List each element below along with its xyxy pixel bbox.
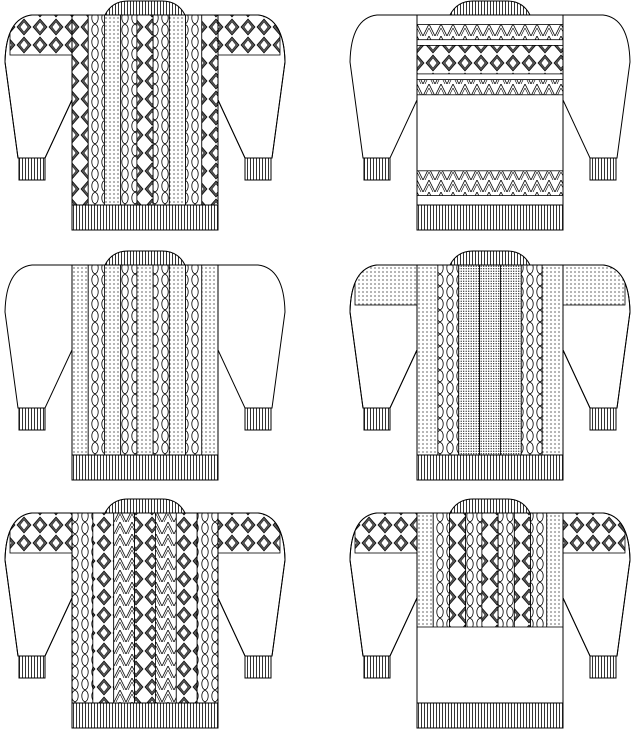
- body-panel: [152, 264, 170, 456]
- body-panel: [92, 512, 115, 704]
- body-panel: [113, 512, 135, 704]
- right-shoulder-yoke: [563, 265, 626, 306]
- body-panel: [71, 264, 89, 456]
- right-shoulder-yoke: [218, 513, 281, 554]
- body-panel: [168, 264, 186, 456]
- body-panel: [87, 14, 105, 206]
- left-sleeve: [4, 264, 73, 409]
- right-shoulder-yoke: [563, 513, 626, 554]
- sweater: [4, 250, 286, 481]
- collar: [449, 498, 531, 514]
- body-panel: [104, 14, 122, 206]
- collar: [449, 250, 531, 266]
- body-panel: [87, 264, 105, 456]
- body-panel: [520, 264, 543, 456]
- body-panel: [416, 264, 439, 456]
- body-panel: [120, 14, 138, 206]
- body-panel: [134, 512, 156, 704]
- collar: [104, 0, 186, 16]
- left-cuff: [363, 157, 391, 181]
- sweater: [4, 498, 286, 729]
- left-shoulder-yoke: [9, 15, 72, 56]
- right-cuff: [244, 407, 272, 431]
- left-cuff: [18, 655, 46, 679]
- body-panel: [541, 264, 564, 456]
- right-cuff: [244, 157, 272, 181]
- left-shoulder-yoke: [9, 513, 72, 554]
- left-cuff: [18, 407, 46, 431]
- left-cuff: [363, 655, 391, 679]
- body-panel: [458, 264, 480, 456]
- right-cuff: [589, 157, 617, 181]
- left-cuff: [363, 407, 391, 431]
- sweater: [4, 0, 286, 231]
- body-panel: [437, 264, 460, 456]
- collar: [104, 498, 186, 514]
- body-band: [416, 45, 564, 75]
- left-cuff: [18, 157, 46, 181]
- sweater: [349, 498, 631, 729]
- right-shoulder-yoke: [218, 15, 281, 56]
- body-band: [416, 79, 564, 96]
- body-panel: [168, 14, 186, 206]
- body-panel: [500, 264, 522, 456]
- body-band: [416, 24, 564, 41]
- body-band: [416, 626, 564, 704]
- body-panel: [185, 264, 203, 456]
- waist-ribbing: [71, 204, 219, 231]
- sweater: [349, 250, 631, 481]
- body-panel: [155, 512, 177, 704]
- right-sleeve: [562, 14, 631, 159]
- right-cuff: [589, 407, 617, 431]
- waist-ribbing: [71, 702, 219, 729]
- waist-ribbing: [416, 702, 564, 729]
- body-panel: [71, 512, 94, 704]
- body-panel: [479, 264, 501, 456]
- waist-ribbing: [416, 204, 564, 231]
- body-panel: [201, 14, 219, 206]
- right-cuff: [589, 655, 617, 679]
- body-band: [416, 170, 564, 196]
- body-panel: [152, 14, 170, 206]
- left-sleeve: [349, 14, 418, 159]
- left-shoulder-yoke: [354, 513, 417, 554]
- body-panel: [201, 264, 219, 456]
- body-panel: [71, 14, 89, 206]
- body-panel: [120, 264, 138, 456]
- right-sleeve: [217, 264, 286, 409]
- right-cuff: [244, 655, 272, 679]
- waist-ribbing: [71, 454, 219, 481]
- sweater: [349, 0, 631, 231]
- left-shoulder-yoke: [354, 265, 417, 306]
- body-panel: [196, 512, 219, 704]
- waist-ribbing: [416, 454, 564, 481]
- body-panel: [175, 512, 198, 704]
- body-panel: [136, 264, 154, 456]
- body-panel: [104, 264, 122, 456]
- body-panel: [185, 14, 203, 206]
- collar: [104, 250, 186, 266]
- body-panel: [136, 14, 154, 206]
- collar: [449, 0, 531, 16]
